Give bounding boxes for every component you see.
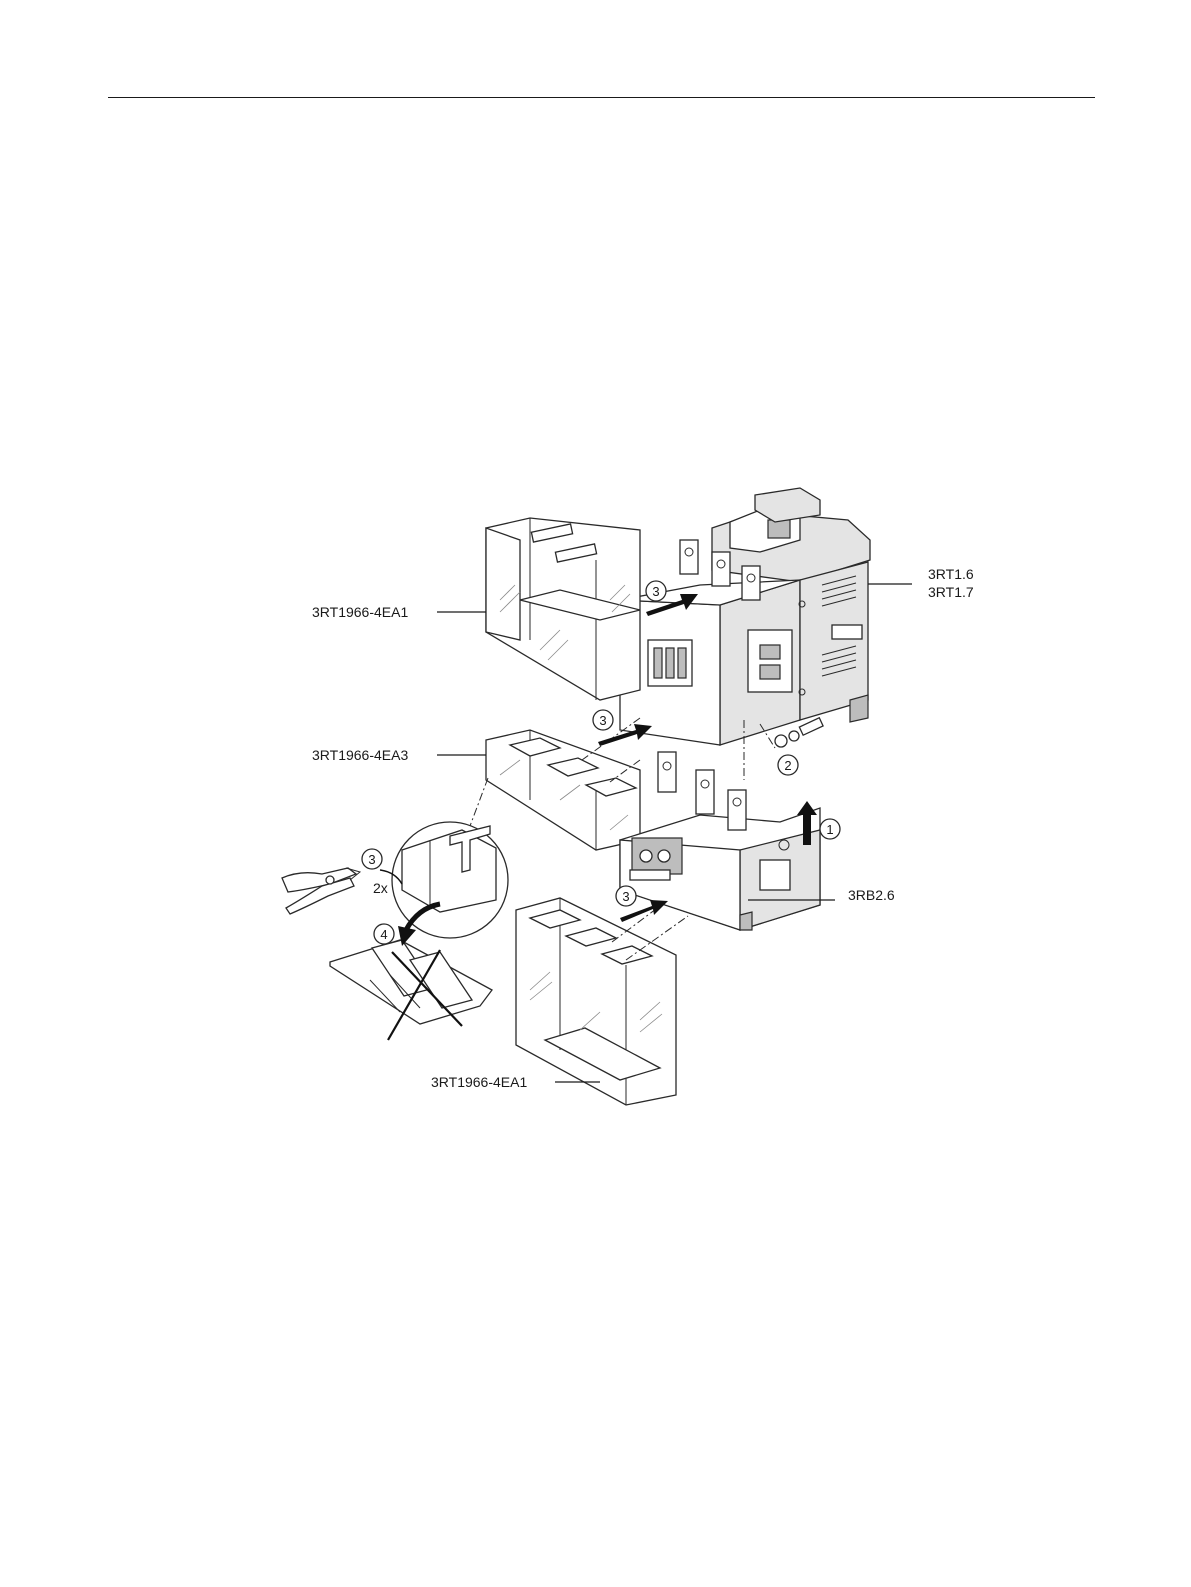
- step-marker-1: 1: [820, 819, 840, 839]
- pliers-icon: [282, 868, 360, 914]
- svg-text:3: 3: [599, 713, 606, 728]
- cut-count-label: 2x: [373, 880, 388, 896]
- top-cover: [486, 518, 640, 700]
- step-marker-3-cut: 3: [362, 849, 382, 869]
- label-bottom-cover: 3RT1966-4EA1: [431, 1074, 527, 1090]
- step-marker-4: 4: [374, 924, 394, 944]
- step-marker-3-top: 3: [646, 581, 666, 601]
- svg-text:1: 1: [826, 822, 833, 837]
- bottom-cover: [516, 898, 676, 1105]
- svg-text:3: 3: [368, 852, 375, 867]
- label-top-cover: 3RT1966-4EA1: [312, 604, 408, 620]
- svg-text:4: 4: [380, 927, 387, 942]
- svg-text:3: 3: [652, 584, 659, 599]
- svg-text:3: 3: [622, 889, 629, 904]
- middle-cover: [486, 730, 640, 850]
- overload-relay: [620, 752, 820, 930]
- label-contactor-line1: 3RT1.6: [928, 566, 974, 582]
- step-marker-2: 2: [778, 755, 798, 775]
- step-marker-3-bottom: 3: [616, 886, 636, 906]
- step-marker-3-middle: 3: [593, 710, 613, 730]
- label-middle-cover: 3RT1966-4EA3: [312, 747, 408, 763]
- label-overload-relay: 3RB2.6: [848, 887, 895, 903]
- detail-magnifier: [392, 778, 508, 938]
- contactor: [620, 488, 870, 745]
- svg-text:2: 2: [784, 758, 791, 773]
- label-contactor-line2: 3RT1.7: [928, 584, 974, 600]
- removed-piece: [330, 940, 492, 1040]
